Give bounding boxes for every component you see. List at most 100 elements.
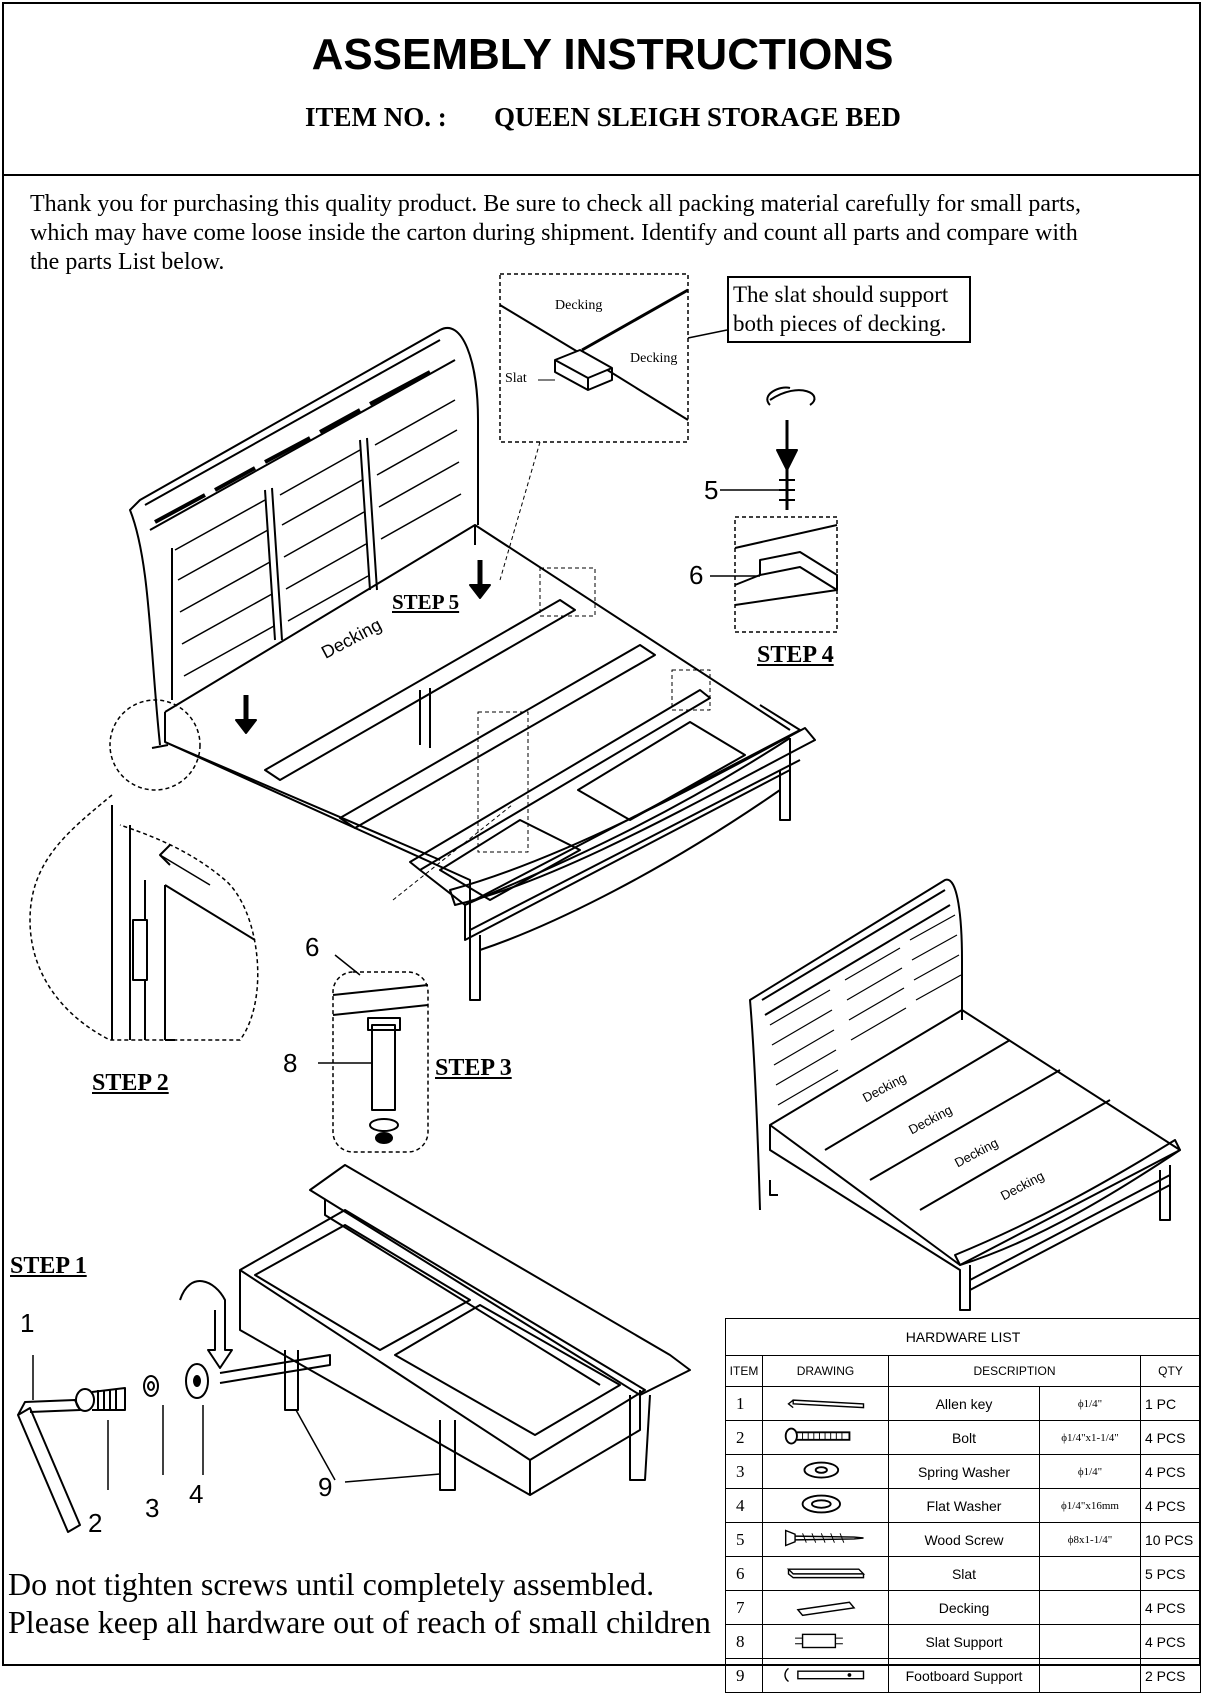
intro-line: Thank you for purchasing this quality pr… (30, 191, 1082, 217)
part-number-label: 4 (189, 1479, 204, 1509)
decking-icon (796, 1601, 855, 1617)
step2-label: STEP 2 (92, 1070, 169, 1096)
header-divider (2, 174, 1201, 176)
hardware-name: Spring Washer (888, 1454, 1040, 1489)
decking-detail-drawing (499, 273, 728, 711)
wood-screw-icon (784, 1529, 864, 1547)
part-number-label: 9 (318, 1472, 333, 1502)
part-number-label: 6 (689, 560, 704, 590)
hardware-spec (1039, 1624, 1141, 1659)
col-qty-header: QTY (1140, 1355, 1201, 1387)
hardware-qty: 10 PCS (1140, 1522, 1201, 1557)
part-number-label: 8 (283, 1048, 298, 1078)
hardware-row: 8 Slat Support 4 PCS (725, 1624, 1201, 1659)
intro-line: which may have come loose inside the car… (30, 220, 1078, 246)
hardware-drawing-cell (762, 1522, 889, 1557)
part-number-label: 2 (88, 1508, 103, 1538)
step3-detail-drawing (318, 711, 529, 1153)
item-number-value: QUEEN SLEIGH STORAGE BED (494, 102, 901, 132)
step4-label: STEP 4 (757, 642, 834, 668)
slat-support-note: The slat should support both pieces of d… (727, 276, 971, 343)
hardware-item-number: 2 (725, 1420, 763, 1455)
hardware-spec: ϕ8x1-1/4" (1039, 1522, 1141, 1557)
step5-label: STEP 5 (392, 590, 460, 614)
hardware-item-number: 7 (725, 1590, 763, 1625)
hardware-item-number: 8 (725, 1624, 763, 1659)
step1-drawing (17, 1164, 691, 1533)
step1-label: STEP 1 (10, 1253, 87, 1279)
hardware-drawing-cell (762, 1556, 889, 1591)
col-item-header: ITEM (725, 1355, 763, 1387)
part-number-label: 1 (20, 1308, 35, 1338)
hardware-name: Wood Screw (888, 1522, 1040, 1557)
step4-detail-drawing (710, 386, 838, 633)
hardware-drawing-cell (762, 1624, 889, 1659)
warning-tighten: Do not tighten screws until completely a… (8, 1566, 655, 1602)
spring-washer-icon (803, 1461, 839, 1479)
hardware-item-number: 6 (725, 1556, 763, 1591)
step2-detail-drawing (29, 699, 259, 1041)
note-line: both pieces of decking. (733, 311, 947, 336)
callout-slat-label: Slat (505, 371, 527, 386)
hardware-drawing-cell (762, 1590, 889, 1625)
hardware-spec (1039, 1556, 1141, 1591)
callout-decking-label: Decking (555, 298, 603, 313)
callout-decking-label: Decking (630, 351, 678, 366)
slat-support-icon (794, 1633, 843, 1649)
hardware-qty: 2 PCS (1140, 1658, 1201, 1693)
hardware-drawing-cell (762, 1658, 889, 1693)
hardware-item-number: 5 (725, 1522, 763, 1557)
hardware-spec: ϕ1/4"x16mm (1039, 1488, 1141, 1523)
intro-line: the parts List below. (30, 249, 225, 275)
page-title: ASSEMBLY INSTRUCTIONS (311, 30, 894, 79)
hardware-name: Footboard Support (888, 1658, 1040, 1693)
col-description-header: DESCRIPTION (888, 1355, 1141, 1387)
hardware-qty: 4 PCS (1140, 1488, 1201, 1523)
allen-key-icon (786, 1399, 864, 1409)
note-line: The slat should support (733, 282, 949, 307)
intro-paragraph: Thank you for purchasing this quality pr… (30, 190, 1130, 277)
part-number-label: 3 (145, 1493, 160, 1523)
hardware-qty: 4 PCS (1140, 1624, 1201, 1659)
hardware-item-number: 1 (725, 1386, 763, 1421)
hardware-spec: ϕ1/4" (1039, 1386, 1141, 1421)
hardware-spec (1039, 1658, 1141, 1693)
flat-washer-icon (801, 1494, 841, 1514)
slat-icon (786, 1568, 865, 1579)
page-border (2, 2, 1201, 1666)
hardware-item-number: 3 (725, 1454, 763, 1489)
hardware-spec: ϕ1/4" (1039, 1454, 1141, 1489)
hardware-qty: 4 PCS (1140, 1454, 1201, 1489)
part-number-label: 6 (305, 932, 320, 962)
bolt-icon (784, 1427, 850, 1445)
hardware-drawing-cell (762, 1488, 889, 1523)
hardware-name: Slat (888, 1556, 1040, 1591)
item-number-label: ITEM NO. : (305, 102, 447, 132)
hardware-name: Allen key (888, 1386, 1040, 1421)
hardware-name: Bolt (888, 1420, 1040, 1455)
part-number-label: 5 (704, 475, 719, 505)
hardware-drawing-cell (762, 1454, 889, 1489)
hardware-spec (1039, 1590, 1141, 1625)
warning-children: Please keep all hardware out of reach of… (8, 1604, 711, 1640)
hardware-name: Slat Support (888, 1624, 1040, 1659)
hardware-list-table: HARDWARE LIST ITEM DRAWING DESCRIPTION Q… (725, 1318, 1201, 1693)
hardware-name: Decking (888, 1590, 1040, 1625)
hardware-drawing-cell (762, 1386, 889, 1421)
hardware-name: Flat Washer (888, 1488, 1040, 1523)
footboard-support-icon (783, 1667, 864, 1683)
hardware-qty: 1 PC (1140, 1386, 1201, 1421)
hardware-drawing-cell (762, 1420, 889, 1455)
assembled-bed-drawing (749, 878, 1181, 1311)
main-bed-drawing (129, 327, 816, 1001)
step3-label: STEP 3 (435, 1055, 512, 1081)
hardware-spec: ϕ1/4"x1-1/4" (1039, 1420, 1141, 1455)
hardware-item-number: 9 (725, 1658, 763, 1693)
